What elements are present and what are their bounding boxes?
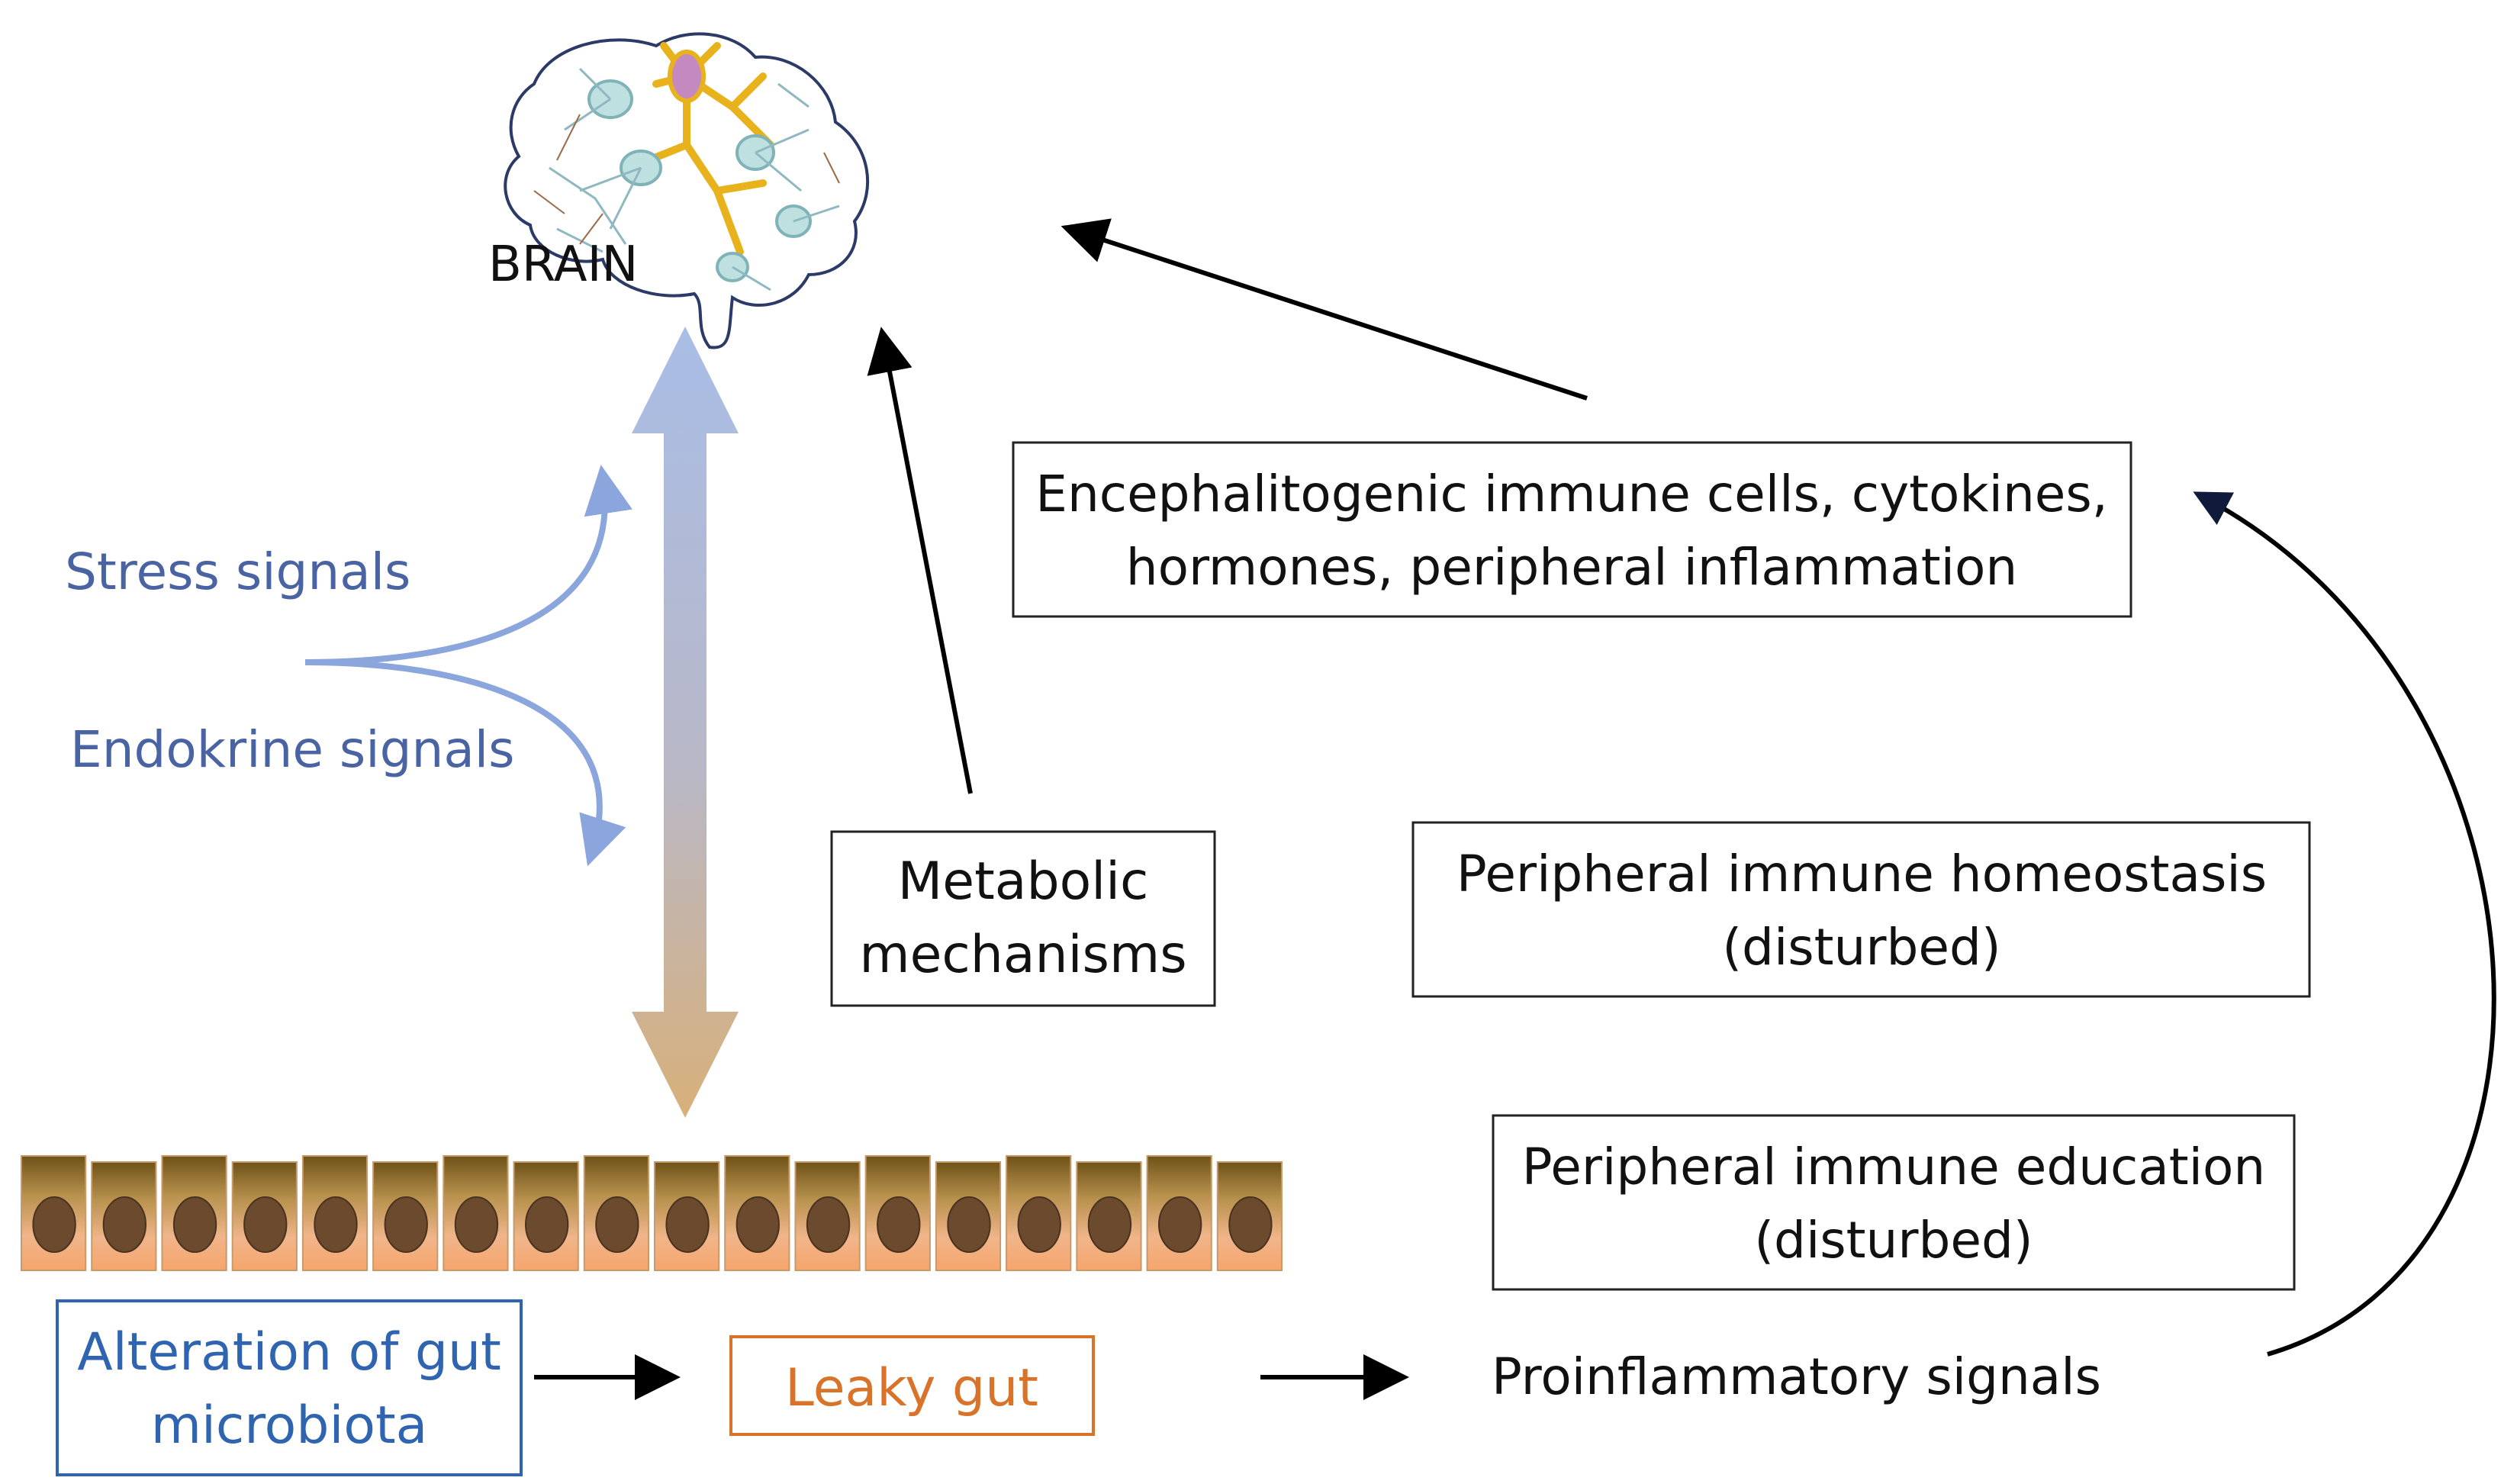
immune-education-box [1492,1114,2296,1291]
brain-label: BRAIN [488,237,638,293]
cell-nucleus [243,1196,288,1253]
fibers [549,67,840,291]
metabolic-mechanisms-line1: Metabolic [898,851,1149,912]
cell-nucleus [595,1196,639,1253]
cell-nucleus [384,1196,428,1253]
cell-nucleus [735,1196,780,1253]
gut-brain-double-arrow [632,327,739,1118]
immune-homeostasis-line2: (disturbed) [1722,918,2000,977]
metabolic-to-brain-arrow [867,327,973,794]
cell-nucleus [454,1196,499,1253]
cell-nucleus [1228,1196,1273,1253]
cell-nucleus [1017,1196,1061,1253]
leaky-gut-box [729,1335,1095,1436]
immune-education-line1: Peripheral immune education [1522,1138,2265,1196]
fibers-brown [533,114,840,245]
stress-signals-label: Stress signals [65,542,410,601]
metabolic-mechanisms-line2: mechanisms [859,925,1186,985]
cell-nucleus [1087,1196,1132,1253]
signal-fork-arrows [304,465,632,867]
cell-nucleus [806,1196,851,1253]
cell-nucleus [1158,1196,1202,1253]
cell-nucleus [947,1196,991,1253]
cell-nucleus [102,1196,146,1253]
metabolic-mechanisms-box [830,830,1216,1007]
gut-microbiota-line2: microbiota [151,1395,428,1456]
proinflammatory-feedback-arrow [2193,491,2496,1357]
encephalitogenic-line1: Encephalitogenic immune cells, cytokines… [1035,465,2108,523]
cell-nucleus [314,1196,358,1253]
gut-microbiota-line1: Alteration of gut [77,1322,501,1383]
cell-nucleus [32,1196,76,1253]
immune-homeostasis-line1: Peripheral immune homeostasis [1456,845,2267,903]
proinflammatory-signals-label: Proinflammatory signals [1492,1347,2101,1406]
leaky-gut-label: Leaky gut [785,1358,1038,1418]
cell-nucleus [525,1196,569,1253]
immune-education-line2: (disturbed) [1754,1211,2033,1270]
endocrine-signal-arrow [304,659,626,867]
brain-illustration [504,32,870,349]
cell-nucleus [877,1196,921,1253]
immune-homeostasis-box [1411,821,2311,998]
neuron-nucleus [668,50,706,103]
stress-signal-arrow [304,465,632,665]
endocrine-signals-label: Endokrine signals [70,720,515,779]
intestinal-epithelium [21,1155,1283,1271]
cell-nucleus [665,1196,710,1253]
cell-nucleus [172,1196,217,1253]
encephalitogenic-line2: hormones, peripheral inflammation [1126,538,2017,597]
gut-microbiota-box [56,1299,523,1476]
encephalitogenic-to-brain-arrow [1061,218,1588,401]
encephalitogenic-box [1012,441,2132,618]
